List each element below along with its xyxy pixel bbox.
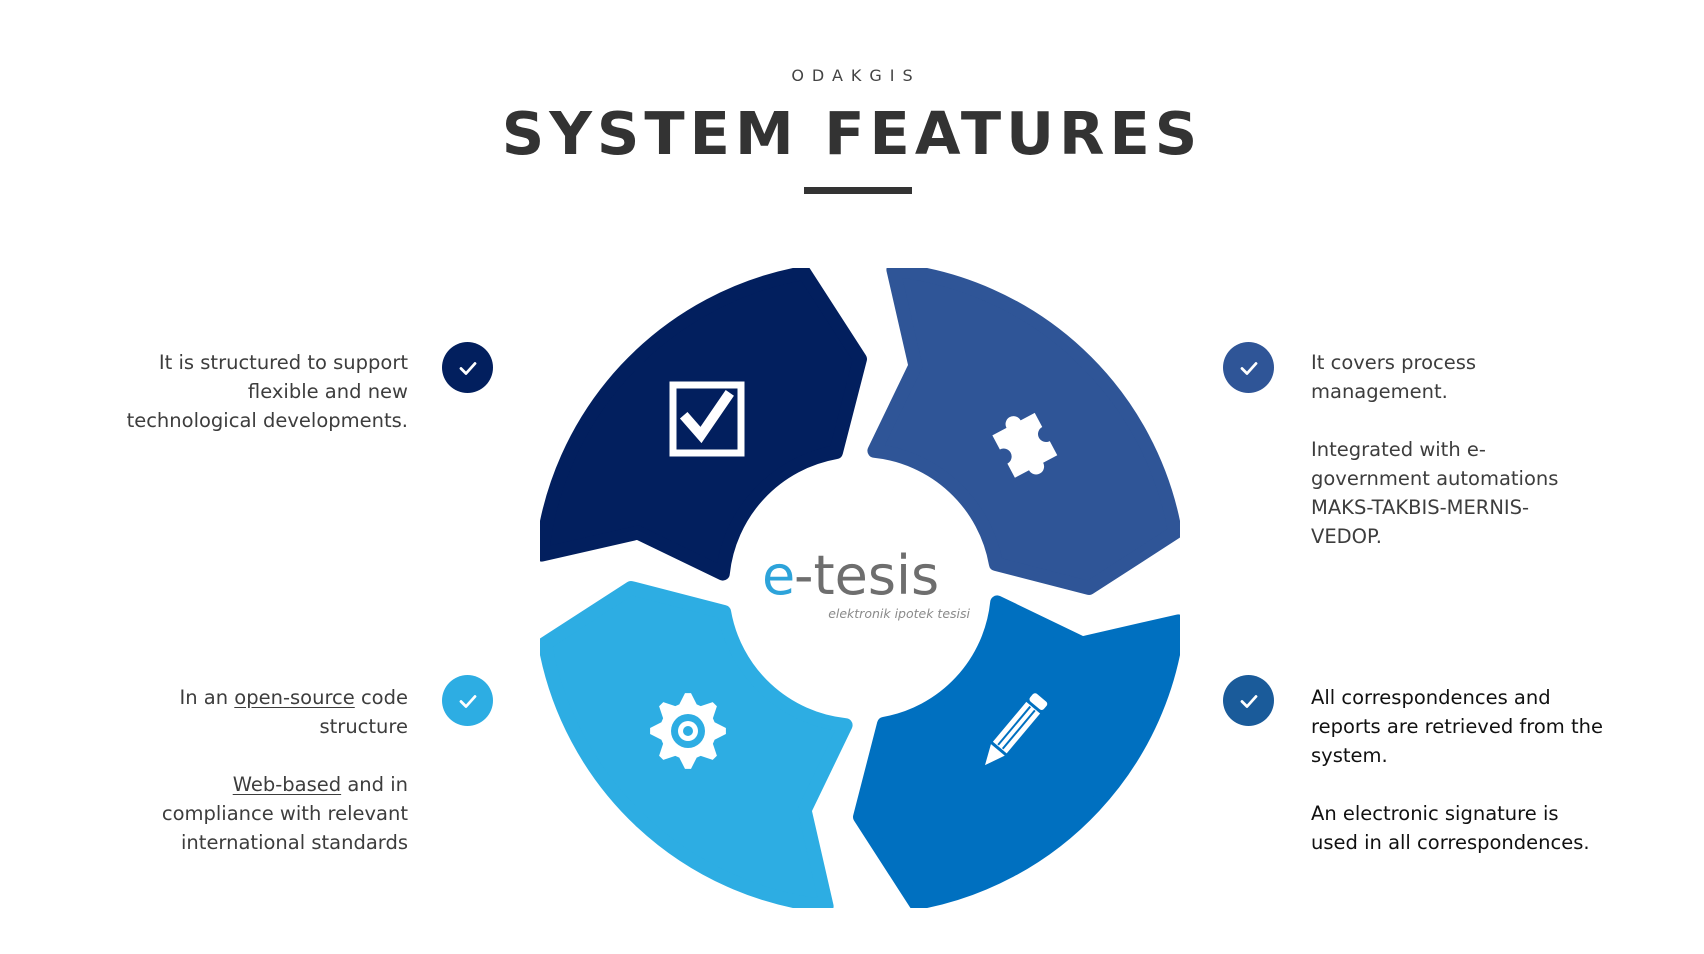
check-badge-top-right <box>1223 342 1274 393</box>
cycle-segment-top-left <box>540 268 867 581</box>
feature-line: structure <box>319 715 409 738</box>
logo-tagline: elektronik ipotek tesisi <box>828 606 970 621</box>
feature-line: It covers process <box>1311 351 1477 374</box>
feature-line: An electronic signature is <box>1311 802 1559 825</box>
feature-text: code <box>354 686 408 709</box>
checkmark-icon <box>1240 694 1257 708</box>
gear-center <box>683 726 693 736</box>
feature-line: system. <box>1311 744 1388 767</box>
feature-line: All correspondences and <box>1311 686 1551 709</box>
pencil-icon <box>985 693 1048 766</box>
checkmark-icon <box>459 361 476 375</box>
feature-text: In an <box>179 686 235 709</box>
feature-line: management. <box>1311 380 1448 403</box>
center-disc <box>730 458 990 718</box>
feature-open-source: In an open-source code structure Web-bas… <box>162 683 408 857</box>
check-badge-bottom-left <box>442 675 493 726</box>
logo-mark-e: e <box>762 544 795 607</box>
open-source-link[interactable]: open-source <box>234 686 355 709</box>
feature-line: government automations <box>1311 467 1559 490</box>
feature-flexible-tech: It is structured to support flexible and… <box>127 348 408 435</box>
checkmark-icon <box>459 694 476 708</box>
feature-line: used in all correspondences. <box>1311 831 1590 854</box>
feature-cycle-diagram: e -tesis elektronik ipotek tesisi <box>540 268 1180 908</box>
checkmark-icon <box>1240 361 1257 375</box>
brand-kicker: ODAKGIS <box>791 66 921 85</box>
check-badge-bottom-right <box>1223 675 1274 726</box>
logo-mark-tesis: -tesis <box>794 544 939 607</box>
puzzle-piece-icon <box>992 412 1058 478</box>
feature-line: international standards <box>181 831 408 854</box>
check-badge-top-left <box>442 342 493 393</box>
feature-line: reports are retrieved from the <box>1311 715 1604 738</box>
feature-line: flexible and new <box>247 380 408 403</box>
feature-line: It is structured to support <box>158 351 408 374</box>
checkbox-icon <box>669 381 745 457</box>
feature-line: compliance with relevant <box>161 802 408 825</box>
feature-text: and in <box>341 773 408 796</box>
page-title: SYSTEM FEATURES <box>501 99 1203 168</box>
feature-process-management: It covers process management. Integrated… <box>1311 348 1558 551</box>
feature-line: MAKS-TAKBIS-MERNIS- <box>1311 496 1530 519</box>
web-based-link[interactable]: Web-based <box>232 773 342 796</box>
feature-correspondence: All correspondences and reports are retr… <box>1311 683 1603 857</box>
gear-icon <box>650 693 726 769</box>
feature-line: technological developments. <box>126 409 408 432</box>
e-tesis-logo: e -tesis elektronik ipotek tesisi <box>762 544 971 621</box>
cycle-segment-bottom-right <box>853 595 1180 908</box>
feature-line: Integrated with e- <box>1311 438 1486 461</box>
feature-line: VEDOP. <box>1311 525 1382 548</box>
title-underline <box>804 187 912 194</box>
